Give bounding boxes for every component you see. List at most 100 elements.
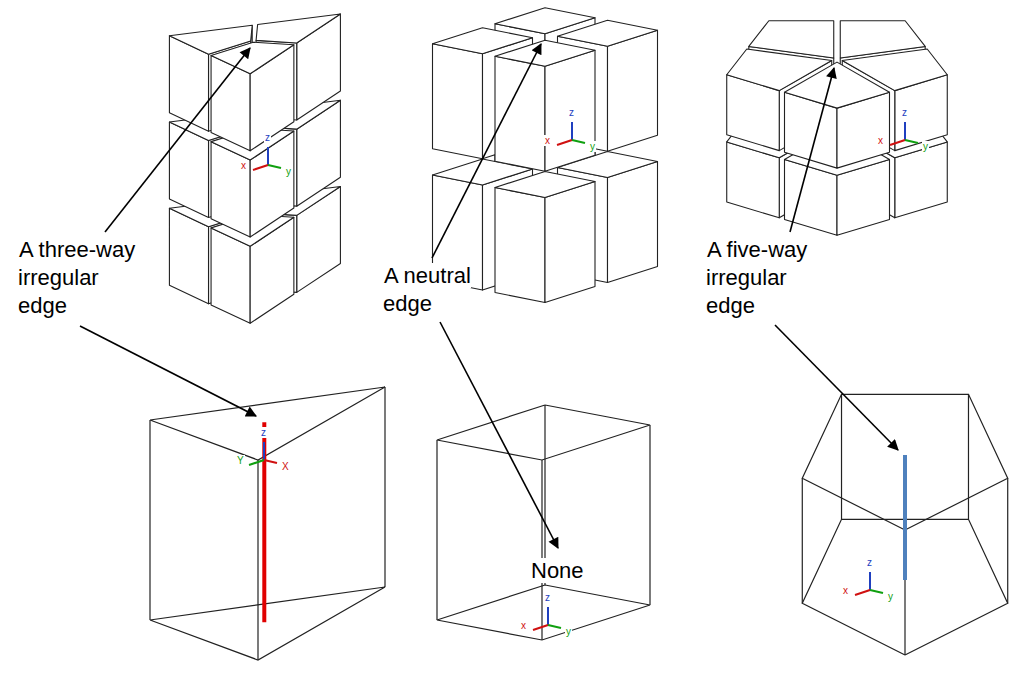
block-face xyxy=(495,188,545,303)
label-holder: z xyxy=(544,592,551,604)
leader-arrow xyxy=(105,48,250,232)
block-face xyxy=(545,50,595,171)
wire-edge xyxy=(150,587,385,660)
label-holder: z xyxy=(260,427,267,439)
axis-line xyxy=(253,165,268,170)
axis-letter: z xyxy=(264,132,271,143)
block-face xyxy=(608,162,658,283)
label-holder: y xyxy=(285,166,292,178)
axis-letter: x xyxy=(544,135,551,146)
block-face xyxy=(495,56,545,171)
wire-edge xyxy=(841,394,842,519)
axis-line xyxy=(264,460,277,463)
axis-letter: Y xyxy=(236,455,245,466)
axis-letter: X xyxy=(281,461,290,472)
axis-line xyxy=(870,590,883,593)
label-holder: z xyxy=(866,557,873,569)
label-holder: x xyxy=(520,620,527,632)
edge-label: A five-way irregular edge xyxy=(706,237,807,318)
wire-edge xyxy=(149,420,150,620)
three-way-edge-line xyxy=(262,422,266,622)
axis-letter: z xyxy=(901,107,908,118)
axis-letter: y xyxy=(589,141,596,152)
label-holder: A three-way irregular edge xyxy=(18,236,148,320)
label-holder: X xyxy=(281,461,290,473)
axis-letter: y xyxy=(285,166,292,177)
label-holder: y xyxy=(922,141,929,153)
wire-edge xyxy=(802,478,803,603)
label-holder: None xyxy=(530,557,585,585)
axis-line xyxy=(249,460,264,465)
none-label: None xyxy=(530,558,585,583)
label-holder: y xyxy=(589,141,596,153)
axis-line xyxy=(548,625,561,628)
leader-arrow xyxy=(80,326,256,416)
wire-edge xyxy=(649,425,650,605)
axis-line xyxy=(869,572,871,590)
wireframes xyxy=(150,387,1008,660)
axis-letter: x xyxy=(240,160,247,171)
axis-line xyxy=(547,607,549,625)
axis-letter: z xyxy=(866,557,873,568)
axis-letter: x xyxy=(520,620,527,631)
label-holder: x xyxy=(544,135,551,147)
leader-arrow xyxy=(775,325,898,450)
edge-label: A neutral edge xyxy=(383,263,471,316)
mesh-blocks xyxy=(169,8,947,324)
axis-letter: y xyxy=(887,591,894,602)
block-face xyxy=(608,30,658,151)
axis-letter: z xyxy=(544,592,551,603)
axis-line xyxy=(905,140,918,143)
label-holder: z xyxy=(901,107,908,119)
axis-line xyxy=(571,122,573,140)
block-face xyxy=(545,182,595,303)
wire-edge xyxy=(384,387,385,587)
edge-label: A three-way irregular edge xyxy=(18,237,135,318)
axis-letter: x xyxy=(842,585,849,596)
five-way-edge-line xyxy=(903,455,907,580)
wire-edge xyxy=(541,460,542,640)
axis-line xyxy=(557,140,572,145)
block-face xyxy=(495,172,595,198)
block-face xyxy=(558,20,658,46)
leader-arrow xyxy=(432,44,541,258)
axis-line xyxy=(533,625,548,630)
leader-arrow xyxy=(790,68,834,232)
wire-edge xyxy=(436,440,437,620)
leader-arrows xyxy=(80,44,898,548)
wire-edge xyxy=(257,460,258,660)
wire-edge xyxy=(1007,478,1008,603)
axis-triads xyxy=(249,122,918,630)
wire-edge xyxy=(437,585,650,640)
axis-letter: y xyxy=(922,141,929,152)
label-holder: z xyxy=(568,107,575,119)
axis-letter: y xyxy=(565,626,572,637)
block-face xyxy=(211,42,294,74)
label-holder: y xyxy=(565,626,572,638)
axis-line xyxy=(267,147,269,165)
block-face xyxy=(785,62,890,108)
wire-edge xyxy=(150,387,385,460)
axis-line xyxy=(904,122,906,140)
axis-line xyxy=(855,590,870,595)
axis-line xyxy=(890,140,905,145)
label-holder: y xyxy=(887,591,894,603)
label-holder: A five-way irregular edge xyxy=(706,236,831,320)
leader-arrow xyxy=(440,322,558,548)
label-holder: Y xyxy=(236,455,245,467)
block-face xyxy=(433,44,483,159)
axis-line xyxy=(263,442,265,460)
axis-line xyxy=(268,165,281,168)
label-holder: x xyxy=(877,135,884,147)
block-face xyxy=(256,14,340,43)
label-holder: x xyxy=(240,160,247,172)
label-holder: z xyxy=(264,132,271,144)
axis-line xyxy=(572,140,585,143)
axis-letter: z xyxy=(568,107,575,118)
axis-letter: z xyxy=(260,427,267,438)
label-holder: A neutral edge xyxy=(383,262,503,318)
wire-edge xyxy=(968,394,969,519)
